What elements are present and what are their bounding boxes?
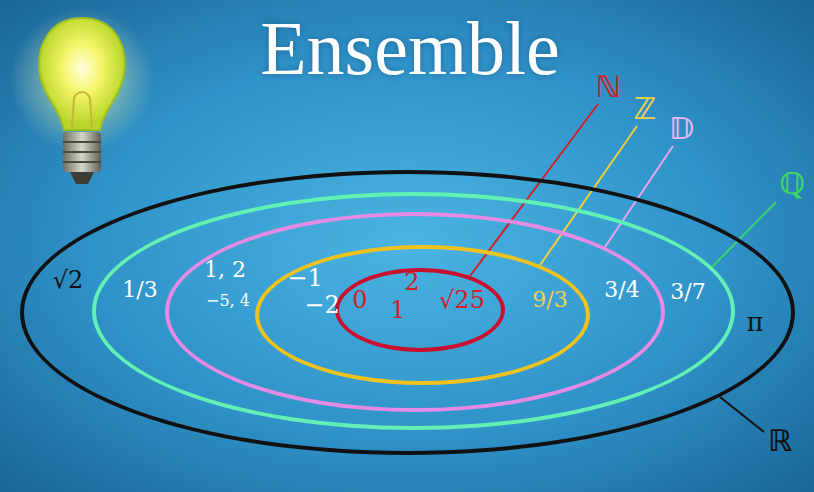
number-wrap: −1 (287, 265, 322, 291)
number-label: −2 (304, 291, 339, 319)
number-label: 0 (352, 286, 367, 314)
number-label: 1 (390, 296, 405, 324)
title: Ensemble (260, 6, 560, 90)
number-wrap: 1/3 (122, 278, 157, 302)
number-label: 3/4 (604, 277, 639, 302)
set-label-wrap: 𝔻 (670, 112, 695, 145)
set-label-wrap: ℝ (768, 424, 792, 457)
set-ellipse: ℚ1/33/7𝔻1, 2−5, 43/4ℤ−1−29/3ℕ201√25 (92, 192, 735, 430)
number-wrap: 3/4 (604, 278, 639, 302)
number-wrap: 9/3 (532, 288, 567, 312)
number-wrap: 0 (352, 287, 367, 313)
number-label: −1 (287, 264, 322, 292)
leader-line (605, 146, 673, 247)
set-label-wrap: ℕ (595, 70, 620, 103)
set-label-wrap: ℤ (634, 92, 657, 125)
set-ellipse: 𝔻1, 2−5, 43/4ℤ−1−29/3ℕ201√25 (165, 212, 665, 412)
number-wrap: √2 (53, 267, 84, 293)
number-label: −5, 4 (206, 291, 250, 310)
set-ellipse: ℝ√2πℚ1/33/7𝔻1, 2−5, 43/4ℤ−1−29/3ℕ201√25 (20, 170, 795, 455)
number-label: √2 (53, 266, 84, 294)
set-label: 𝔻 (670, 111, 695, 146)
number-label: √25 (439, 286, 485, 314)
number-label: 1, 2 (204, 257, 246, 282)
number-label: 2 (404, 268, 419, 296)
set-ellipse: ℤ−1−29/3ℕ201√25 (255, 245, 590, 385)
set-ellipse: ℕ201√25 (335, 268, 505, 352)
title-wrap: Ensemble (260, 5, 560, 92)
number-wrap: −5, 4 (206, 291, 250, 310)
leader-line (470, 104, 598, 276)
number-wrap: 3/7 (670, 280, 705, 304)
number-label: 1/3 (122, 277, 157, 302)
leader-line (720, 397, 764, 432)
set-label: ℕ (595, 69, 620, 104)
number-label: 3/7 (670, 279, 705, 304)
number-label: π (746, 307, 763, 337)
number-label: 9/3 (532, 287, 567, 312)
number-wrap: −2 (304, 292, 339, 318)
set-label: ℝ (768, 423, 792, 458)
set-label-wrap: ℚ (779, 167, 805, 200)
set-label: ℤ (634, 91, 657, 126)
set-label: ℚ (779, 166, 805, 201)
leader-line (540, 126, 637, 265)
leader-line (712, 202, 776, 267)
number-wrap: π (746, 308, 763, 337)
number-wrap: 2 (404, 269, 419, 295)
number-wrap: 1 (390, 297, 405, 323)
number-wrap: 1, 2 (204, 258, 246, 282)
number-wrap: √25 (439, 287, 485, 313)
